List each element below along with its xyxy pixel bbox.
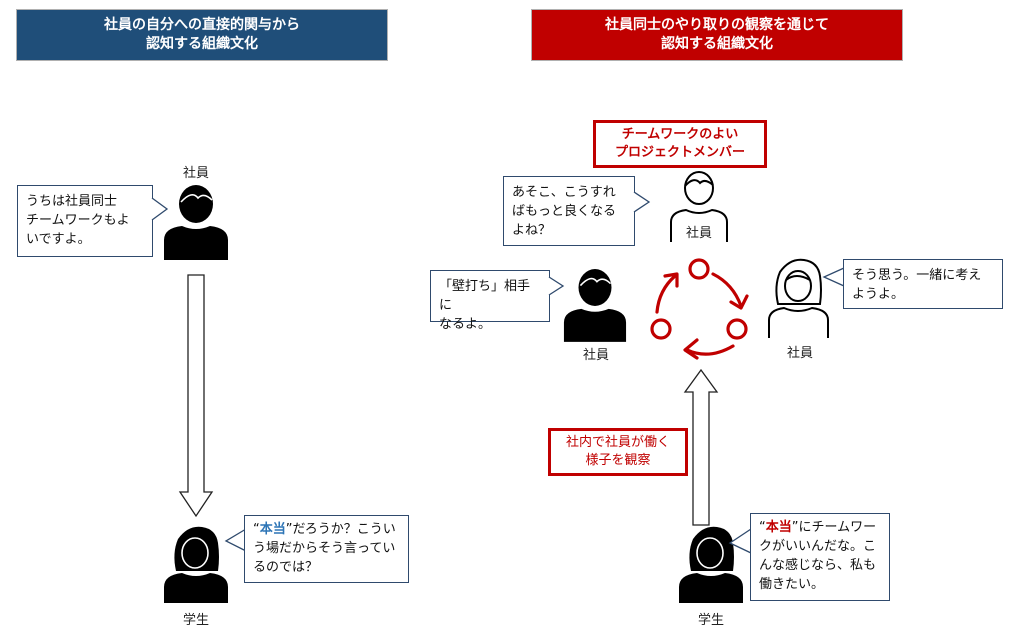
header-right-line2: 認知する組織文化 xyxy=(661,36,773,52)
speech-line: “本当”だろうか？こうい xyxy=(253,520,400,539)
person-male-filled-icon xyxy=(164,185,228,260)
header-left-line1: 社員の自分への直接的関与から xyxy=(104,17,300,33)
member-top-label: 社員 xyxy=(685,226,712,241)
cycle-arrowhead-bottom xyxy=(683,338,699,360)
header-peer-observation: 社員同士のやり取りの観察を通じて 認知する組織文化 xyxy=(531,9,903,61)
header-direct-involvement: 社員の自分への直接的関与から 認知する組織文化 xyxy=(16,9,388,61)
team-label-line2: プロジェクトメンバー xyxy=(614,145,745,160)
person-male-outline-icon xyxy=(670,171,728,242)
speech-line: なるよ。 xyxy=(439,317,492,332)
observe-label-line2: 様子を観察 xyxy=(585,453,651,468)
observe-label-box: 社内で社員が働く 様子を観察 xyxy=(548,428,688,476)
speech-tail xyxy=(548,276,565,296)
highlight-honto: 本当 xyxy=(765,520,792,535)
speech-line: チームワークもよ xyxy=(26,213,130,228)
right-student-speech-bubble: “本当”にチームワー クがいいんだな。こ んな感じなら、私も 働きたい。 xyxy=(750,513,890,601)
person-female-filled-icon xyxy=(679,526,743,603)
speech-line: う場だからそう言ってい xyxy=(253,541,396,556)
quote-open: “ xyxy=(759,520,766,535)
left-student-speech-bubble: “本当”だろうか？こうい う場だからそう言ってい るのでは？ xyxy=(244,515,409,583)
speech-line: いですよ。 xyxy=(26,232,91,247)
speech-line: んな感じなら、私も xyxy=(759,558,877,573)
cycle-arrowhead-left xyxy=(663,272,679,288)
person-male-filled-icon xyxy=(563,269,627,342)
speech-line: “本当”にチームワー xyxy=(759,518,881,537)
arrow-down-outline-icon xyxy=(178,274,214,518)
speech-line: ばもっと良くなる xyxy=(512,204,617,219)
observe-label-line1: 社内で社員が働く xyxy=(565,435,670,450)
member-right-speech-bubble: そう思う。一緒に考え ようよ。 xyxy=(843,259,1003,309)
cycle-arc-bottom xyxy=(685,344,735,356)
speech-line: 「壁打ち」相手に xyxy=(439,279,531,313)
highlight-honto: 本当 xyxy=(259,522,286,537)
member-right-label: 社員 xyxy=(786,346,813,361)
left-employee-label: 社員 xyxy=(182,166,209,181)
quote-open: “ xyxy=(253,522,260,537)
member-left-speech-bubble: 「壁打ち」相手に なるよ。 xyxy=(430,270,550,332)
cycle-arrows-icon xyxy=(650,258,749,360)
speech-line: クがいいんだな。こ xyxy=(759,539,877,554)
speech-line: うちは社員同士 xyxy=(26,194,118,209)
cycle-arc-left xyxy=(655,274,677,314)
left-employee-speech-bubble: うちは社員同士 チームワークもよ いですよ。 xyxy=(17,185,153,257)
speech-tail xyxy=(633,191,651,213)
cycle-arc-right xyxy=(711,272,743,308)
speech-tail xyxy=(151,197,169,221)
team-label-box: チームワークのよい プロジェクトメンバー xyxy=(593,120,767,168)
speech-line: ようよ。 xyxy=(852,287,905,302)
cycle-node-right xyxy=(726,318,748,340)
speech-text: だろうか？こうい xyxy=(292,522,396,537)
arrow-up-outline-icon xyxy=(683,368,719,526)
speech-line: そう思う。一緒に考え xyxy=(852,268,982,283)
member-left-label: 社員 xyxy=(582,348,609,363)
speech-tail xyxy=(822,267,845,287)
cycle-arrowhead-right xyxy=(729,294,749,310)
left-student-label: 学生 xyxy=(182,613,209,628)
quote-close: ” xyxy=(791,520,799,535)
person-female-outline-icon xyxy=(768,258,829,338)
quote-close: ” xyxy=(285,522,293,537)
speech-text: にチームワー xyxy=(798,520,877,535)
cycle-node-left xyxy=(650,318,672,340)
speech-line: 働きたい。 xyxy=(759,577,825,592)
person-female-filled-icon xyxy=(164,526,228,603)
speech-tail xyxy=(224,528,247,552)
team-label-line1: チームワークのよい xyxy=(621,127,739,142)
speech-line: るのでは？ xyxy=(253,560,319,575)
header-right-line1: 社員同士のやり取りの観察を通じて xyxy=(605,17,829,33)
speech-line: よね？ xyxy=(512,223,552,238)
speech-tail xyxy=(728,528,752,554)
member-top-speech-bubble: あそこ、こうすれ ばもっと良くなる よね？ xyxy=(503,176,635,246)
cycle-node-top xyxy=(688,258,710,280)
speech-line: あそこ、こうすれ xyxy=(512,185,616,200)
right-student-label: 学生 xyxy=(697,613,724,628)
header-left-line2: 認知する組織文化 xyxy=(146,36,258,52)
